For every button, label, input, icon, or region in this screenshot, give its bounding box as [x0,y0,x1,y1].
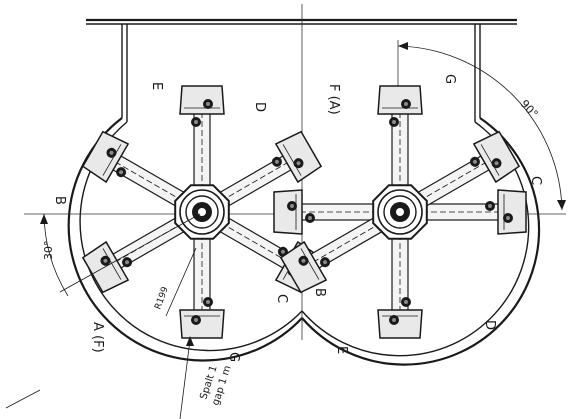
right-rotor [273,85,527,339]
gap-leader: Spalt 1 gap 1 m [5,336,234,419]
left-rotor-arm-5 [179,233,225,339]
label-left-B: B [52,196,67,205]
right-rotor-bolt-a-core-0 [488,204,492,208]
right-rotor-paddle-edge-4 [480,144,500,176]
left-rotor-paddle-edge-2 [102,248,122,280]
right-rotor-bolt-b-core-4 [494,161,499,166]
label-left-D: D [252,102,267,112]
label-left-A-F: A (F) [90,322,105,353]
left-rotor-paddle-3 [81,130,130,184]
left-rotor-shaft-outer [185,195,219,229]
right-rotor-paddle-1 [377,309,423,339]
right-rotor-bolt-a-core-4 [472,159,477,164]
left-rotor-arm-0 [216,130,323,209]
angle-leg-30 [59,213,201,293]
angle-label-30: 30° [42,241,55,261]
label-left-G: G [226,352,241,362]
left-rotor-bolt-a-core-3 [119,170,124,175]
left-rotor-paddle-0 [274,130,323,184]
right-rotor-arm-0 [421,189,527,235]
radius-dimension: R199 [153,247,197,317]
left-rotor-paddle-5 [179,309,225,339]
left-rotor-paddle-2 [81,240,130,294]
left-rotor-paddle-edge-3 [102,144,122,176]
right-rotor-paddle-0 [497,189,527,235]
right-trough-inner [301,121,530,357]
right-rotor-labels: F (A) G C D B E [312,74,543,354]
left-trough-outer [67,117,303,362]
left-rotor-paddle-4 [179,85,225,115]
gap-leader-line [179,339,191,419]
arrowhead-30-start [40,214,48,224]
left-rotor-labels: E D B C G A (F) [52,82,289,362]
right-rotor-hub-ring [377,189,423,235]
angle-arc-90 [397,45,563,211]
right-rotor-bolt-b-core-3 [404,102,408,106]
right-rotor-shaft-outer [383,195,417,229]
left-rotor [81,85,323,339]
left-rotor-bolt-b-core-3 [109,150,114,155]
right-rotor-bolt-b-core-5 [301,258,306,263]
left-rotor-bolt-b-core-0 [296,161,301,166]
right-rotor-bolt-b-core-2 [290,204,294,208]
left-rotor-bolt-a-core-5 [206,300,210,304]
label-right-E: E [334,346,349,354]
gap-arrowhead [186,336,194,346]
right-rotor-bolt-a-core-3 [392,120,396,124]
label-right-C: C [528,176,543,185]
arrowhead-90-end [557,200,566,210]
label-left-E: E [149,82,164,90]
right-rotor-arm-1 [377,233,423,339]
label-right-G: G [442,74,457,84]
right-trough-outer [301,117,541,366]
right-rotor-paddle-edge-5 [300,248,320,280]
right-rotor-bolt-a-core-1 [404,300,408,304]
left-trough-inner [79,121,303,352]
right-rotor-bolt-a-core-2 [308,216,312,220]
radius-leader [165,247,197,317]
left-rotor-bolt-b-core-4 [206,102,210,106]
right-rotor-paddle-3 [377,85,423,115]
radius-label: R199 [153,285,171,311]
arrowhead-90-start [398,42,408,50]
left-rotor-arm-axis-0 [220,155,300,202]
label-left-C: C [274,294,289,303]
right-rotor-bolt-a-core-5 [323,260,328,265]
right-rotor-paddle-2 [273,189,303,235]
right-rotor-arm-5 [279,215,386,294]
left-rotor-hub-ring [179,189,225,235]
left-rotor-arm-4 [179,85,225,191]
left-rotor-bolt-a-core-2 [125,260,130,265]
right-rotor-paddle-5 [279,240,328,294]
angle-label-90: 90° [518,97,541,120]
left-rotor-bolt-a-core-1 [280,249,285,254]
right-rotor-bolt-b-core-1 [392,318,396,322]
left-rotor-bolt-b-core-5 [194,318,198,322]
left-rotor-bolt-a-core-4 [194,120,198,124]
right-rotor-arm-axis-4 [418,155,498,202]
label-right-D: D [482,320,497,330]
label-right-B: B [312,288,327,297]
right-rotor-arm-axis-5 [302,222,382,269]
left-rotor-arm-3 [81,130,188,209]
left-rotor-bolt-a-core-0 [274,159,279,164]
right-rotor-paddle-4 [472,130,521,184]
left-rotor-bolt-b-core-2 [103,258,108,263]
dimension-30: 30° [40,213,201,297]
right-rotor-arm-3 [377,85,423,191]
left-rotor-paddle-edge-0 [282,144,302,176]
label-right-F-A: F (A) [326,84,341,115]
right-rotor-arm-2 [273,189,379,235]
gap-hatch [5,389,41,409]
right-rotor-bolt-b-core-0 [506,216,510,220]
housing [67,18,541,366]
right-rotor-shaft-bore [396,208,404,216]
